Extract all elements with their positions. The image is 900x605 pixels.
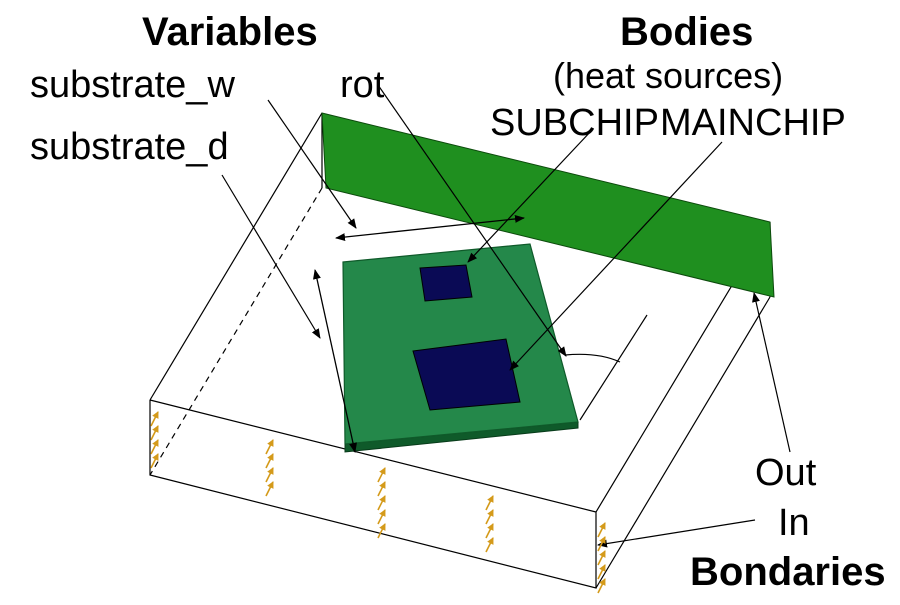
- in-leader: [597, 519, 756, 548]
- enclosure-box: [149, 112, 771, 589]
- inlet-flow-arrow: [485, 495, 494, 511]
- inlet-flow-arrow: [150, 425, 159, 441]
- inlet-flow-arrow: [377, 523, 386, 539]
- mainchip-body: [412, 338, 521, 411]
- rot-leader: [377, 84, 567, 357]
- variable-substrate-d-label: substrate_d: [30, 126, 229, 168]
- substrate-w-leader: [267, 99, 357, 229]
- inlet-flow-arrow: [265, 439, 274, 455]
- inlet-flow-arrow: [597, 536, 606, 552]
- boundaries-heading: Bondaries: [690, 550, 886, 594]
- inlet-flow-arrow: [597, 578, 606, 594]
- substrate-d-dimension: [313, 269, 357, 453]
- inlet-flow-arrow: [485, 523, 494, 539]
- inlet-flow-arrow: [597, 550, 606, 566]
- mainchip-leader: [509, 141, 723, 371]
- substrate-d-leader: [221, 174, 321, 339]
- inlet-flow-arrow: [485, 537, 494, 553]
- enclosure-top-left-edge: [149, 112, 323, 401]
- inlet-flow-arrow: [265, 481, 274, 497]
- inlet-flow-arrow: [485, 509, 494, 525]
- substrate-w-dimension: [335, 214, 525, 242]
- rotation-guide: [564, 314, 648, 421]
- subchip-body: [419, 264, 473, 302]
- subchip-leader: [467, 129, 593, 263]
- enclosure-bottom-right-edge: [595, 296, 771, 589]
- inlet-flow-arrow: [597, 522, 606, 538]
- variables-heading: Variables: [142, 10, 318, 54]
- boundary-in-label: In: [778, 502, 810, 544]
- inlet-flow-arrow: [150, 439, 159, 455]
- dimension-lines: [313, 214, 525, 453]
- circuit-board: [342, 243, 579, 453]
- body-subchip-label: SUBCHIP: [490, 102, 659, 144]
- inlet-flow-arrow: [377, 467, 386, 483]
- outlet-wall: [321, 112, 775, 298]
- inlet-flow-arrow: [150, 453, 159, 469]
- inlet-flow-arrow: [265, 453, 274, 469]
- variable-rot-label: rot: [340, 64, 385, 106]
- inlet-flow-arrow: [377, 509, 386, 525]
- bodies-subtitle: (heat sources): [553, 55, 784, 96]
- inlet-flow-arrow: [265, 467, 274, 483]
- inlet-flow-arrow: [377, 481, 386, 497]
- boundary-out-label: Out: [755, 452, 817, 494]
- inlet-flow-arrow: [377, 495, 386, 511]
- variable-substrate-w-label: substrate_w: [30, 64, 235, 106]
- enclosure-hidden-edge: [149, 187, 323, 476]
- leader-lines: [221, 84, 791, 548]
- out-leader: [752, 292, 791, 453]
- inlet-flow-arrows: [150, 411, 606, 594]
- inlet-flow-arrow: [150, 411, 159, 427]
- bodies-heading: Bodies: [620, 10, 754, 54]
- inlet-flow-arrow: [597, 564, 606, 580]
- body-mainchip-label: MAINCHIP: [660, 102, 846, 144]
